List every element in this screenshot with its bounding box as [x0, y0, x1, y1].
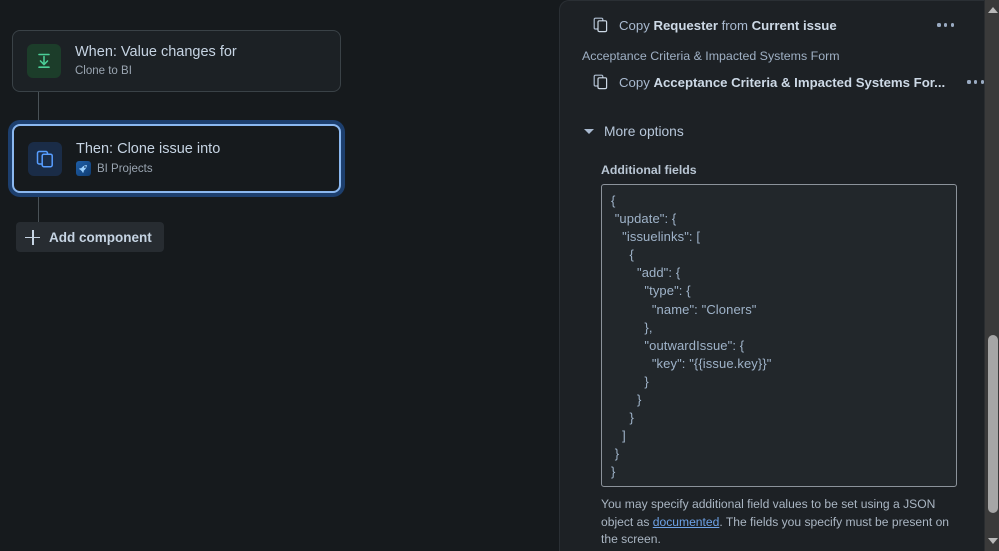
documented-link[interactable]: documented — [652, 514, 720, 529]
add-component-label: Add component — [49, 229, 152, 245]
trigger-subtitle-row: Clone to BI — [75, 64, 237, 78]
trigger-title: When: Value changes for — [75, 44, 237, 60]
more-actions-icon[interactable] — [937, 23, 954, 27]
trigger-card-text: When: Value changes for Clone to BI — [75, 44, 237, 78]
copy-field-row-acceptance-criteria-label: Copy Acceptance Criteria & Impacted Syst… — [619, 75, 974, 90]
copy-field-name: Requester — [653, 17, 718, 33]
copy-icon — [593, 17, 609, 33]
action-subtitle: BI Projects — [97, 162, 153, 175]
add-component-button[interactable]: Add component — [16, 222, 164, 252]
copy-prefix: Copy — [619, 17, 654, 33]
copy-field-row-acceptance-criteria[interactable]: Copy Acceptance Criteria & Impacted Syst… — [560, 67, 984, 97]
more-actions-icon[interactable] — [967, 80, 984, 84]
connector-line-top — [38, 92, 39, 122]
rocket-project-avatar — [76, 161, 91, 176]
copy-icon — [593, 74, 609, 90]
clone-issue-icon — [28, 141, 62, 176]
scrollbar-thumb[interactable] — [988, 335, 998, 513]
copy-prefix: Copy — [619, 74, 654, 90]
action-card-text: Then: Clone issue into BI Projects — [76, 141, 220, 176]
action-title: Then: Clone issue into — [76, 141, 221, 157]
trigger-card[interactable]: When: Value changes for Clone to BI — [12, 30, 341, 92]
panel-scrollbar[interactable] — [984, 0, 999, 551]
trigger-subtitle: Clone to BI — [75, 65, 132, 77]
connector-line-bottom — [38, 193, 39, 223]
additional-fields-input[interactable]: { "update": { "issuelinks": [ { "add": {… — [601, 184, 957, 487]
chevron-down-icon — [584, 129, 594, 134]
more-options-toggle[interactable]: More options — [560, 124, 984, 139]
value-changes-icon — [27, 44, 61, 78]
action-subtitle-row: BI Projects — [76, 161, 220, 176]
rule-canvas: When: Value changes for Clone to BI Then… — [12, 30, 341, 252]
copy-field-row-requester[interactable]: Copy Requester from Current issue — [560, 10, 984, 40]
more-options-label: More options — [604, 124, 684, 139]
plus-icon — [25, 229, 40, 245]
additional-fields-label: Additional fields — [601, 163, 697, 177]
copy-field-name: Acceptance Criteria & Impacted Systems F… — [653, 74, 946, 90]
additional-fields-value: { "update": { "issuelinks": [ { "add": {… — [611, 193, 772, 480]
additional-fields-help: You may specify additional field values … — [601, 496, 961, 549]
help-suffix: . The fields you specify must be present… — [601, 514, 950, 547]
field-group-label: Acceptance Criteria & Impacted Systems F… — [582, 49, 840, 63]
copy-source-name: Current issue — [751, 17, 837, 33]
action-details-panel: Copy Requester from Current issue Accept… — [559, 0, 984, 551]
copy-middle: from — [717, 17, 752, 33]
scroll-up-arrow[interactable] — [985, 2, 999, 18]
action-card[interactable]: Then: Clone issue into BI Projects — [12, 124, 341, 193]
copy-field-row-requester-label: Copy Requester from Current issue — [619, 18, 974, 33]
help-prefix: You may specify additional field values … — [601, 497, 936, 529]
scroll-down-arrow[interactable] — [985, 533, 999, 549]
